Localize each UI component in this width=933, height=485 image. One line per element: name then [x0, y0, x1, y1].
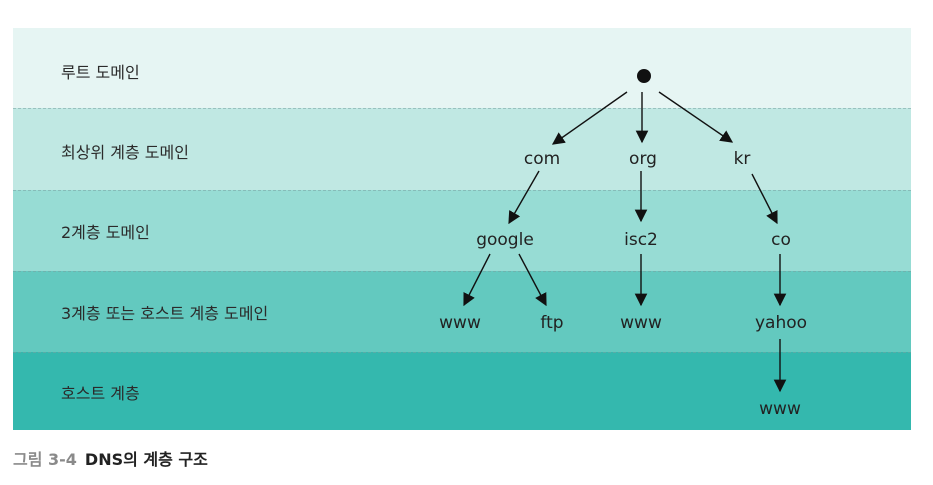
separator: [13, 190, 911, 191]
level-label-host-level: 호스트 계층: [61, 384, 140, 403]
node-www-google: www: [439, 313, 481, 333]
node-www-isc2: www: [620, 313, 662, 333]
level-label-top-level: 최상위 계층 도메인: [61, 143, 189, 162]
node-google: google: [476, 230, 534, 250]
level-label-second-level: 2계층 도메인: [61, 223, 150, 242]
node-com: com: [523, 149, 561, 169]
level-label-root: 루트 도메인: [61, 63, 140, 82]
figure-number: 그림 3-4: [13, 450, 77, 469]
node-ftp: ftp: [540, 313, 564, 333]
node-yahoo: yahoo: [754, 313, 808, 333]
separator: [13, 108, 911, 109]
edge-com-google: [508, 170, 540, 225]
figure-title: DNS의 계층 구조: [84, 450, 208, 469]
band-root: [13, 28, 911, 108]
band-top-level: [13, 108, 911, 190]
root-node-dot: [637, 69, 651, 83]
tree-edges: [463, 69, 787, 393]
node-co: co: [771, 230, 791, 250]
band-third-level: [13, 271, 911, 352]
edge-root-com: [551, 91, 628, 145]
separator: [13, 271, 911, 272]
band-host-level: [13, 352, 911, 430]
edge-kr-co: [751, 173, 778, 225]
node-isc2: isc2: [624, 230, 658, 250]
node-org: org: [629, 149, 657, 169]
node-kr: kr: [733, 149, 751, 169]
edge-google-www: [463, 253, 491, 307]
dns-hierarchy-figure: 루트 도메인 최상위 계층 도메인 2계층 도메인 3계층 또는 호스트 계층 …: [13, 28, 911, 430]
separator: [13, 352, 911, 353]
level-label-third-level: 3계층 또는 호스트 계층 도메인: [61, 304, 269, 323]
figure-caption: 그림 3-4 DNS의 계층 구조: [13, 446, 208, 470]
band-second-level: [13, 190, 911, 271]
node-www-yahoo: www: [759, 399, 801, 419]
edge-google-ftp: [518, 253, 547, 307]
edge-root-kr: [658, 91, 734, 143]
